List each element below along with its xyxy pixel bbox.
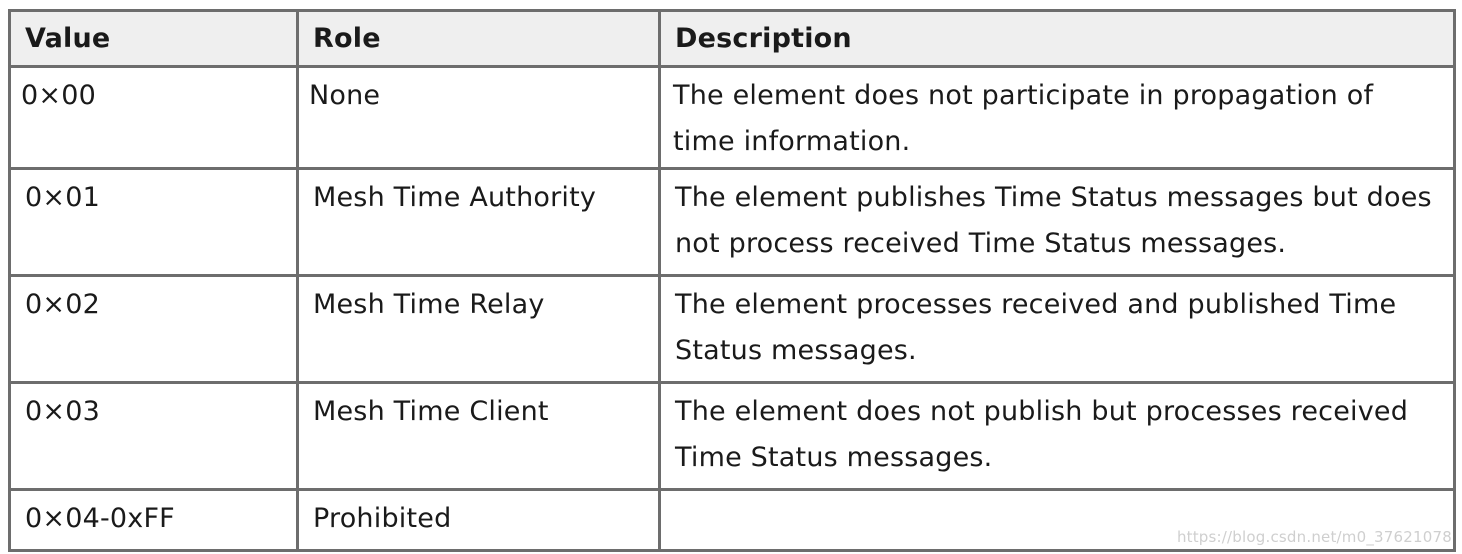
table-header-row: Value Role Description (8, 9, 1456, 68)
time-role-table: Value Role Description 0×00 None The ele… (8, 9, 1456, 552)
table-row: 0×00 None The element does not participa… (8, 65, 1456, 170)
cell-role: Mesh Time Relay (296, 274, 661, 384)
cell-role: Mesh Time Authority (296, 167, 661, 277)
time-role-table-container: Value Role Description 0×00 None The ele… (8, 9, 1456, 552)
cell-value: 0×00 (8, 65, 299, 170)
cell-value: 0×03 (8, 381, 299, 491)
cell-description: The element processes received and publi… (658, 274, 1456, 384)
cell-value: 0×02 (8, 274, 299, 384)
table-row: 0×02 Mesh Time Relay The element process… (8, 274, 1456, 384)
cell-value: 0×01 (8, 167, 299, 277)
table-row: 0×03 Mesh Time Client The element does n… (8, 381, 1456, 491)
column-header-value: Value (8, 9, 299, 68)
column-header-description: Description (658, 9, 1456, 68)
table-row: 0×01 Mesh Time Authority The element pub… (8, 167, 1456, 277)
watermark-text: https://blog.csdn.net/m0_37621078 (1176, 528, 1452, 546)
cell-description: The element does not publish but process… (658, 381, 1456, 491)
cell-value: 0×04-0xFF (8, 488, 299, 552)
cell-description: The element does not participate in prop… (658, 65, 1456, 170)
cell-role: None (296, 65, 661, 170)
cell-description: The element publishes Time Status messag… (658, 167, 1456, 277)
cell-role: Prohibited (296, 488, 661, 552)
cell-role: Mesh Time Client (296, 381, 661, 491)
cell-description (658, 488, 1456, 552)
table-row: 0×04-0xFF Prohibited (8, 488, 1456, 552)
column-header-role: Role (296, 9, 661, 68)
